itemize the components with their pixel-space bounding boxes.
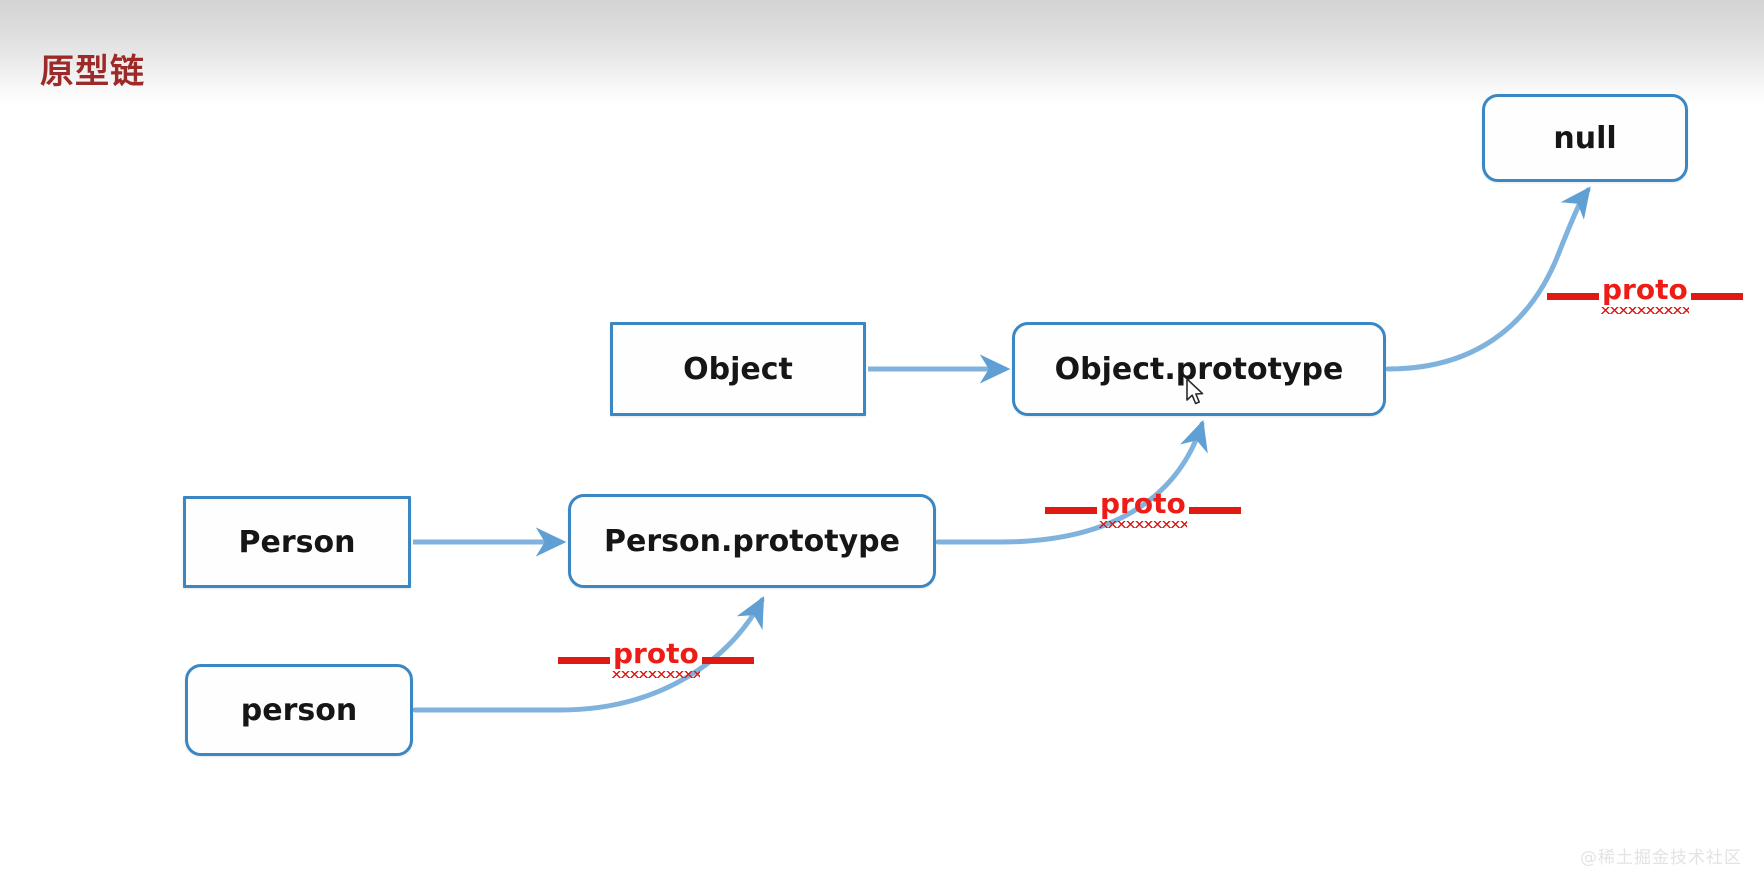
node-null[interactable]: null <box>1482 94 1688 182</box>
mouse-pointer-icon <box>1186 378 1204 405</box>
proto-label-person-prototype-to-object-prototype: proto <box>1045 487 1241 528</box>
node-object[interactable]: Object <box>610 322 866 416</box>
proto-label-person-instance-to-person-prototype: proto <box>558 637 754 678</box>
node-person-instance[interactable]: person <box>185 664 413 756</box>
proto-underscore-left <box>1547 293 1599 300</box>
proto-label-text: proto <box>1601 273 1689 314</box>
node-object-prototype[interactable]: Object.prototype <box>1012 322 1386 416</box>
proto-label-text: proto <box>1099 487 1187 528</box>
node-person-prototype[interactable]: Person.prototype <box>568 494 936 588</box>
header-gradient-band <box>0 0 1764 104</box>
proto-underscore-right <box>1690 293 1743 300</box>
proto-underscore-left <box>558 657 610 664</box>
node-person-constructor[interactable]: Person <box>183 496 411 588</box>
page-title: 原型链 <box>40 52 145 92</box>
proto-label-text: proto <box>612 637 700 678</box>
proto-underscore-right <box>1188 507 1241 514</box>
watermark: @稀土掘金技术社区 <box>1580 848 1742 868</box>
proto-underscore-left <box>1045 507 1097 514</box>
proto-underscore-right <box>701 657 754 664</box>
proto-label-object-prototype-to-null: proto <box>1547 273 1743 314</box>
